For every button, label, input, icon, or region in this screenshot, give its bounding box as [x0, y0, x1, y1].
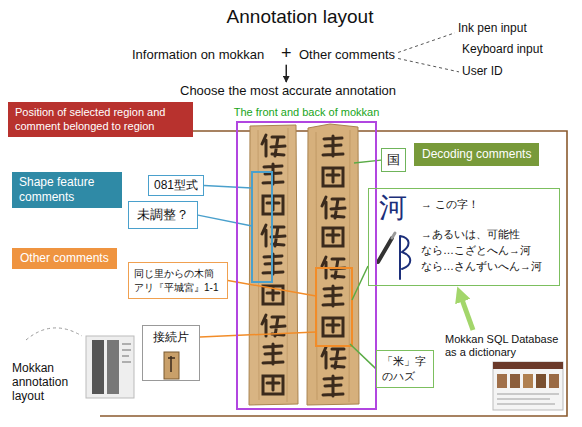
leader-line: [286, 65, 288, 82]
shape-comment: 081型式: [148, 175, 204, 196]
node-label: Other comments: [20, 251, 109, 266]
wood-strip: [249, 125, 298, 405]
category-header: Other comments: [12, 248, 117, 269]
mokkan-back: [307, 124, 359, 405]
leader-line: [398, 58, 459, 71]
mokkan-front: [249, 125, 298, 405]
node-label: 「米」字のハズ: [382, 354, 428, 384]
category-header: Shape feature comments: [12, 172, 122, 208]
node-label: 国: [387, 152, 400, 168]
fragment-image: [164, 352, 179, 379]
wood-fragment: [164, 352, 179, 379]
node-label: Decoding comments: [422, 147, 531, 162]
ink-character: [323, 136, 343, 156]
decoding-comment: 河 → この字！ →あるいは、可能性なら…こざとへん→河なら…さんずいへん→河: [368, 188, 560, 286]
other-comment: 同じ里からの木簡アリ『平城宮』1-1: [128, 262, 228, 299]
layout-thumbnail: [86, 336, 134, 398]
thumbnail-lines: [497, 394, 559, 404]
thumbnail-frame: [493, 362, 563, 410]
node-label: 接続片: [147, 330, 195, 344]
region-comment-header: Position of selected region and comment …: [8, 102, 193, 137]
leader-line: [398, 33, 455, 53]
ink-character: [322, 347, 345, 368]
node-text: →あるいは、可能性: [421, 227, 553, 243]
wood-grain: [316, 130, 350, 402]
thumbnail-mokkan: [92, 340, 104, 394]
leader-line: [204, 186, 252, 189]
pen-icon: [378, 238, 392, 262]
pen-tip: [392, 233, 395, 238]
thumbnail-item: [536, 374, 546, 388]
annotation-label: Other comments: [299, 48, 395, 63]
leader-line: [350, 344, 376, 369]
node-label: Position of selected region and comment …: [15, 105, 186, 134]
thumbnail-item: [523, 374, 533, 388]
database-thumbnail: [493, 362, 563, 410]
ink-stroke: [168, 356, 175, 372]
node-label: 081型式: [154, 178, 198, 193]
annotation-label: Mokkan annotation layout: [12, 362, 84, 403]
annotation-label: Mokkan SQL Database as a dictionary: [445, 333, 567, 358]
leader-line: [352, 266, 368, 300]
annotation-label: +: [281, 43, 292, 64]
leader-line: [200, 332, 316, 337]
leader-line: [228, 281, 316, 297]
annotation-label: Ink pen input: [458, 22, 527, 36]
annotation-label: User ID: [462, 65, 503, 79]
thumbnail-mokkan: [107, 340, 119, 394]
wood-strip: [307, 124, 359, 405]
other-comment: 接続片: [142, 325, 200, 381]
decoding-comment: 国: [381, 148, 406, 172]
selected-region: [316, 268, 352, 346]
annotation-label: Keyboard input: [462, 43, 543, 57]
ink-character: [322, 197, 345, 218]
node-text: なら…こざとへん→河: [421, 243, 553, 259]
handwriting: [378, 233, 410, 279]
decoding-comment: 「米」字のハズ: [376, 350, 434, 388]
mokkan-frame: The front and back of mokkan: [236, 121, 377, 410]
ink-character: [323, 286, 343, 306]
node-label: The front and back of mokkan: [218, 106, 395, 119]
dashed-arc: [26, 328, 82, 340]
node-label: 未調整？: [137, 207, 189, 223]
thumbnail-frame: [86, 336, 134, 398]
thumbnail-item: [549, 374, 559, 388]
thumbnail-lines: [122, 344, 131, 362]
ink-character: [263, 376, 283, 394]
title: Annotation layout: [200, 6, 400, 28]
leader-line: [198, 215, 252, 226]
shape-comment: 未調整？: [128, 201, 198, 229]
thumbnail-item: [510, 374, 520, 388]
thumbnail-header: [493, 362, 563, 369]
leader-line: [460, 294, 473, 330]
ink-character: [262, 135, 285, 156]
thumbnail-item: [497, 374, 507, 388]
handwritten-radical: [400, 236, 410, 279]
annotation-label: Choose the most accurate annotation: [180, 84, 396, 99]
ink-character: [323, 168, 343, 186]
node-text: なら…さんずいへん→河: [421, 259, 553, 275]
node-label: 同じ里からの木簡アリ『平城宮』1-1: [134, 267, 222, 294]
ink-character: [323, 376, 343, 396]
annotation-label: Information on mokkan: [132, 48, 264, 63]
node-label: Shape feature comments: [19, 175, 115, 205]
selected-region: [252, 172, 272, 282]
ink-character: [263, 344, 283, 364]
node-text: → この字！: [421, 197, 553, 213]
ink-character: [262, 225, 285, 246]
ink-character: [323, 318, 343, 336]
category-header: Decoding comments: [414, 143, 539, 166]
ink-character: [323, 228, 343, 246]
node-label: 河: [379, 193, 407, 224]
